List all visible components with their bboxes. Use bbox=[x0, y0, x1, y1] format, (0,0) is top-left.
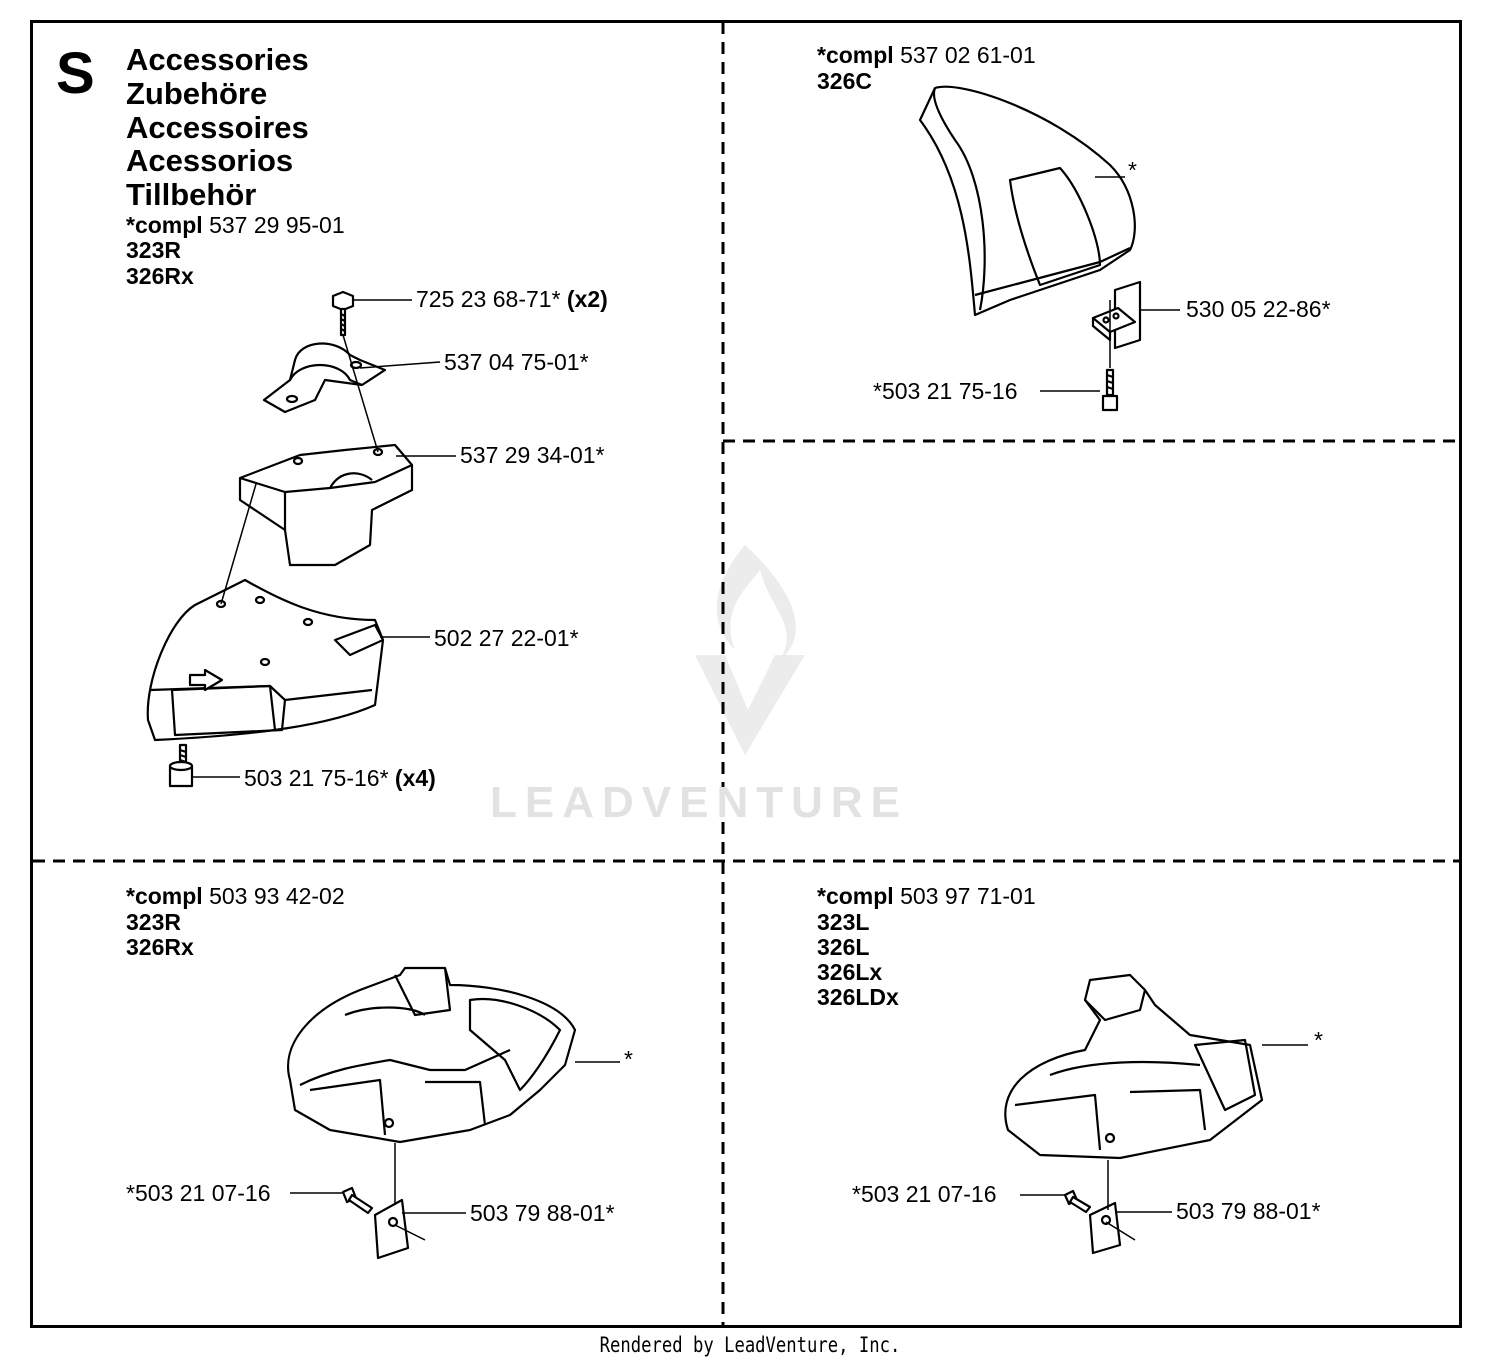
guard-537-02-61-01 bbox=[918, 85, 1136, 317]
leadventure-logo-watermark bbox=[695, 545, 805, 755]
part-label-503-21-75-16: 503 21 75-16* (x4) bbox=[244, 765, 436, 791]
guard-503-93-42-02 bbox=[287, 966, 577, 1144]
compl-label-top-left: *compl 537 29 95-01 bbox=[126, 212, 345, 238]
model-label: 326C bbox=[817, 68, 872, 94]
part-label-503-79-88-01: 503 79 88-01* bbox=[470, 1200, 615, 1226]
title-line-de: Zubehöre bbox=[126, 76, 268, 111]
part-label-star: * bbox=[1128, 157, 1137, 183]
clamp-537-04-75-01 bbox=[262, 342, 387, 414]
title-line-sv: Tillbehör bbox=[126, 177, 257, 212]
plate-503-79-88-01-right bbox=[1088, 1201, 1122, 1255]
part-label-503-21-07-16: *503 21 07-16 bbox=[126, 1180, 271, 1206]
diagram-frame bbox=[30, 20, 1462, 1328]
leader-lines-top-left bbox=[192, 299, 456, 778]
part-label-725-23-68-71: 725 23 68-71* (x2) bbox=[416, 286, 608, 312]
compl-label-top-right: *compl 537 02 61-01 bbox=[817, 42, 1036, 68]
compl-label-bottom-left: *compl 503 93 42-02 bbox=[126, 883, 345, 909]
panel-dividers bbox=[33, 22, 1460, 1328]
plate-503-79-88-01-left bbox=[373, 1198, 410, 1260]
model-label: 326Rx bbox=[126, 934, 194, 960]
part-label-503-21-07-16: *503 21 07-16 bbox=[852, 1181, 997, 1207]
part-label-503-79-88-01: 503 79 88-01* bbox=[1176, 1198, 1321, 1224]
leader-lines-top-right bbox=[1040, 176, 1180, 392]
section-letter: S bbox=[56, 41, 95, 106]
guard-502-27-22-01 bbox=[146, 578, 385, 742]
screw-326c bbox=[1101, 368, 1119, 412]
bracket-530-05-22-86 bbox=[1091, 280, 1142, 350]
model-label: 326L bbox=[817, 934, 870, 960]
screw-503-21-07-16-left bbox=[341, 1186, 374, 1215]
model-label: 326LDx bbox=[817, 984, 899, 1010]
title-line-pt: Acessorios bbox=[126, 143, 294, 178]
footer-credit: Rendered by LeadVenture, Inc. bbox=[599, 1333, 901, 1357]
leader-lines-bottom-right bbox=[1020, 1044, 1308, 1241]
part-label-530-05-22-86: 530 05 22-86* bbox=[1186, 296, 1331, 322]
guard-503-97-71-01 bbox=[1004, 973, 1264, 1160]
compl-label-bottom-right: *compl 503 97 71-01 bbox=[817, 883, 1036, 909]
model-label: 326Rx bbox=[126, 263, 194, 289]
holder-537-29-34-01 bbox=[238, 443, 414, 567]
part-label-537-29-34-01: 537 29 34-01* bbox=[460, 442, 605, 468]
model-label: 323R bbox=[126, 237, 181, 263]
part-label-537-04-75-01: 537 04 75-01* bbox=[444, 349, 589, 375]
model-label: 323L bbox=[817, 909, 870, 935]
part-label-503-21-75-16-326c: *503 21 75-16 bbox=[873, 378, 1018, 404]
screw-503-21-07-16-right bbox=[1063, 1189, 1092, 1214]
leader-lines-bottom-left bbox=[290, 1061, 620, 1241]
title-line-en: Accessories bbox=[126, 42, 309, 77]
watermark-text: LEADVENTURE bbox=[490, 778, 909, 827]
model-label: 326Lx bbox=[817, 959, 883, 985]
part-label-star: * bbox=[624, 1046, 633, 1072]
bolt-725-23-68-71 bbox=[331, 290, 355, 337]
model-label: 323R bbox=[126, 909, 181, 935]
part-label-502-27-22-01: 502 27 22-01* bbox=[434, 625, 579, 651]
part-label-star: * bbox=[1314, 1027, 1323, 1053]
title-line-fr: Accessoires bbox=[126, 110, 309, 145]
screw-503-21-75-16 bbox=[168, 743, 194, 788]
